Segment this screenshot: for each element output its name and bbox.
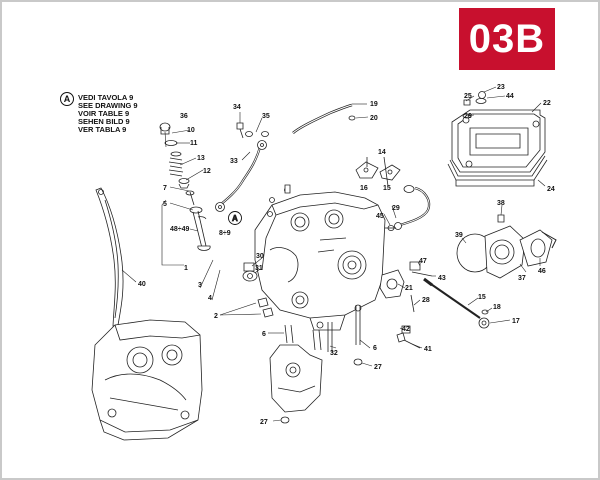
callout-17: 17	[512, 318, 520, 325]
callout-10: 10	[187, 127, 195, 134]
thermostat-housing-part	[456, 214, 557, 279]
callout-6-right: 6	[373, 345, 377, 352]
callout-31: 31	[255, 265, 263, 272]
callout-27-bottom: 27	[260, 419, 268, 426]
legend-line-it: VEDI TAVOLA 9	[78, 93, 134, 102]
section-badge: 03B	[459, 8, 555, 70]
callout-labels: 36 10 11 13 12 7 5 48÷49 8÷9 34 35 33 19…	[138, 84, 555, 426]
callout-27-right: 27	[374, 364, 382, 371]
callout-marker-a: A	[232, 214, 238, 223]
callout-47: 47	[419, 258, 427, 265]
callout-29: 29	[392, 205, 400, 212]
callout-44: 44	[506, 93, 514, 100]
callout-43: 43	[438, 275, 446, 282]
callout-5: 5	[163, 201, 167, 208]
callout-35: 35	[262, 113, 270, 120]
callout-22: 22	[543, 100, 551, 107]
legend-marker-a: A	[60, 92, 74, 106]
cylinder-head-part	[254, 184, 386, 331]
callout-19: 19	[370, 101, 378, 108]
cylinder-block-part	[91, 319, 203, 441]
callout-48-49: 48÷49	[170, 226, 190, 233]
callout-18: 18	[493, 304, 501, 311]
callout-14: 14	[378, 149, 386, 156]
pushrod-part	[423, 277, 490, 329]
callout-6-left: 6	[262, 331, 266, 338]
callout-13: 13	[197, 155, 205, 162]
callout-46: 46	[538, 268, 546, 275]
stud-part	[327, 305, 363, 366]
callout-16: 16	[360, 185, 368, 192]
rocker-fitting-part	[355, 156, 415, 193]
callout-20: 20	[370, 115, 378, 122]
head-fasteners-part	[242, 225, 396, 318]
callout-28: 28	[422, 297, 430, 304]
callout-34: 34	[233, 104, 241, 111]
callout-38: 38	[497, 200, 505, 207]
breather-pipe-part	[292, 103, 356, 134]
callout-40: 40	[138, 281, 146, 288]
legend-line-es: VER TABLA 9	[78, 125, 127, 134]
callout-25: 25	[464, 93, 472, 100]
callout-21: 21	[405, 285, 413, 292]
legend-line-de: SEHEN BILD 9	[78, 117, 130, 126]
callout-26: 26	[464, 113, 472, 120]
callout-8-9: 8÷9	[219, 230, 231, 237]
callout-41: 41	[424, 346, 432, 353]
callout-45: 45	[376, 213, 384, 220]
callout-42: 42	[402, 326, 410, 333]
valve-train-part	[159, 122, 211, 251]
callout-7: 7	[163, 185, 167, 192]
callout-4: 4	[208, 295, 212, 302]
head-cover-part	[447, 91, 548, 187]
lower-casting-part	[269, 324, 323, 424]
callout-12: 12	[203, 168, 211, 175]
leader-lines	[121, 86, 546, 422]
callout-2: 2	[214, 313, 218, 320]
marker-a-circle	[228, 211, 242, 225]
legend-text: VEDI TAVOLA 9 SEE DRAWING 9 VOIR TABLE 9…	[78, 94, 138, 134]
callout-3: 3	[198, 282, 202, 289]
callout-37: 37	[518, 275, 526, 282]
callout-33: 33	[230, 158, 238, 165]
callout-32: 32	[330, 350, 338, 357]
callout-23: 23	[497, 84, 505, 91]
callout-24: 24	[547, 186, 555, 193]
callout-1: 1	[184, 265, 188, 272]
oil-pipe-part	[215, 122, 269, 212]
callout-39: 39	[455, 232, 463, 239]
callout-36: 36	[180, 113, 188, 120]
legend-line-en: SEE DRAWING 9	[78, 101, 138, 110]
oil-line-part	[394, 186, 431, 230]
callout-15-pushrod: 15	[478, 294, 486, 301]
callout-30: 30	[256, 253, 264, 260]
callout-15-rocker: 15	[383, 185, 391, 192]
tensioner-part	[379, 261, 433, 349]
chain-guide-part	[95, 187, 124, 327]
legend-line-fr: VOIR TABLE 9	[78, 109, 130, 118]
callout-11: 11	[190, 140, 198, 147]
